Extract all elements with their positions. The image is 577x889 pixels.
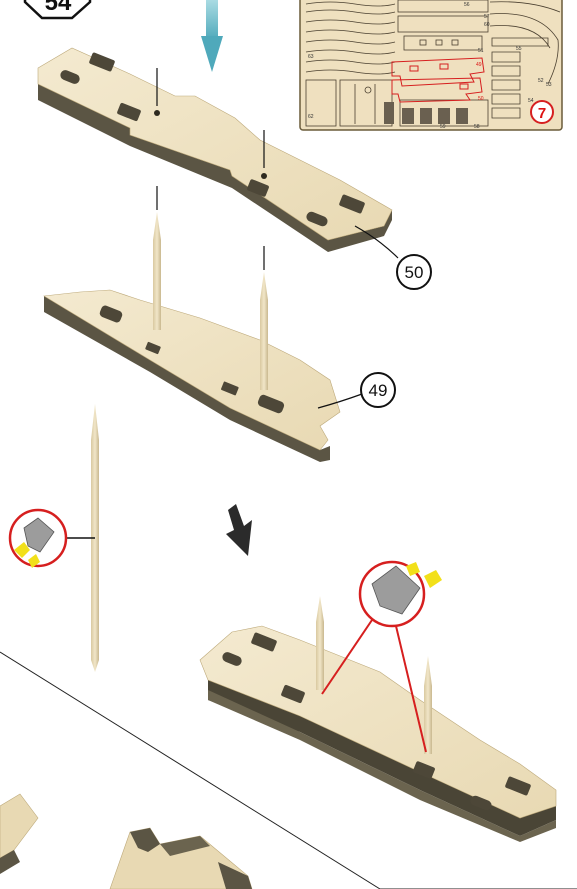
- callout-number: 50: [405, 263, 424, 282]
- down-arrow-icon: [226, 504, 252, 556]
- sheet-badge: 7: [531, 101, 553, 123]
- sheet-label: 62: [308, 114, 314, 120]
- sheet-label: 58: [474, 124, 480, 130]
- sheet-label: 57: [484, 14, 490, 20]
- sheet-label: 51: [478, 48, 484, 54]
- step-badge: 54: [25, 0, 90, 18]
- sheet-label: 54: [528, 98, 534, 104]
- sheet-label: 52: [538, 78, 544, 84]
- sheet-label: 53: [546, 82, 552, 88]
- sheet-label: 60: [484, 22, 490, 28]
- parts-sheet: 56 60 57 55 52 51 53 50 49 54 59 58 63 6…: [300, 0, 562, 130]
- step-badge-number: 54: [45, 0, 72, 16]
- sheet-label: 63: [308, 54, 314, 60]
- peg: [424, 656, 432, 754]
- sheet-label: 56: [464, 2, 470, 8]
- sheet-label-red: 50: [478, 96, 484, 102]
- down-arrow-icon: [201, 0, 223, 72]
- sheet-label: 59: [440, 124, 446, 130]
- peg: [153, 212, 161, 330]
- callout-number: 49: [369, 381, 388, 400]
- svg-text:7: 7: [538, 105, 546, 122]
- peg: [316, 596, 324, 690]
- partial-box: [0, 794, 252, 889]
- sheet-label: 55: [516, 46, 522, 52]
- peg: [260, 272, 268, 390]
- part-49-plank: [44, 290, 340, 462]
- sheet-label-red: 49: [476, 62, 482, 68]
- cutter-icon: [10, 510, 95, 568]
